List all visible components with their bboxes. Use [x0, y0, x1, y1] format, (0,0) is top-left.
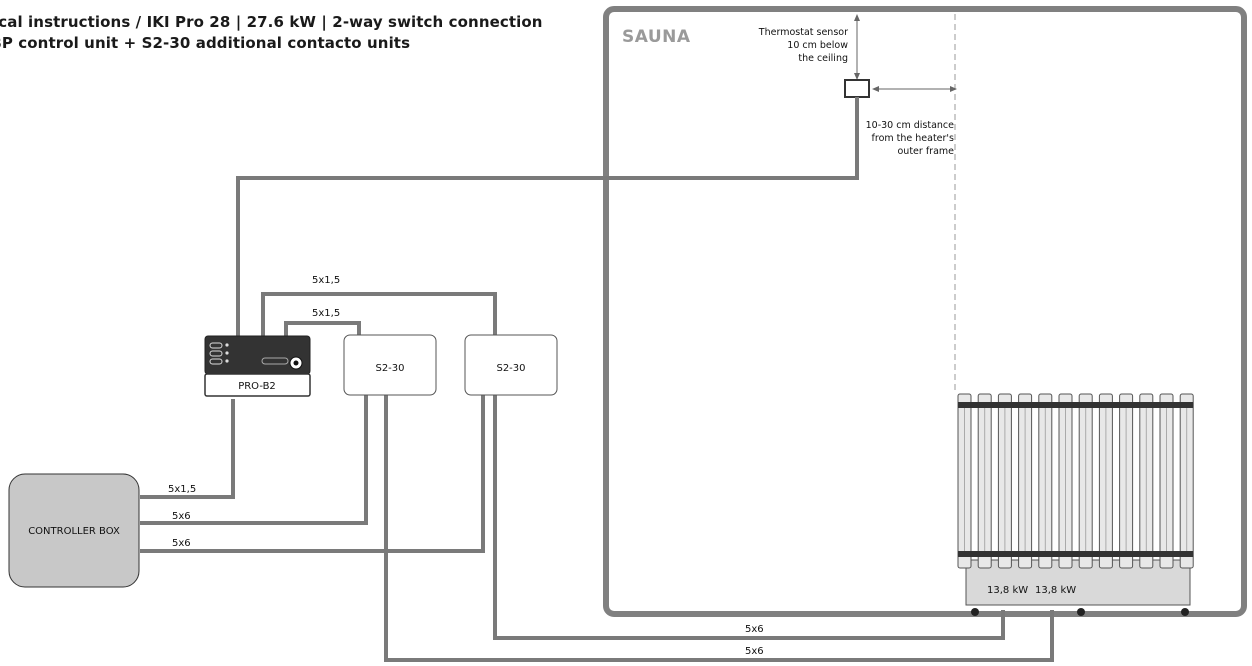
sensor-note-1: Thermostat sensor	[758, 27, 848, 38]
cable-box-to-s2-2	[140, 395, 485, 553]
heater-stone-bars	[957, 393, 1194, 569]
cable-s2-1-to-heater	[384, 395, 1054, 662]
cable-label-top-inner: 5x1,5	[312, 308, 340, 319]
title-line-1: sical instructions / IKI Pro 28 | 27.6 k…	[0, 13, 543, 31]
distance-note-2: from the heater's	[872, 133, 955, 144]
cable-label-top-outer: 5x1,5	[312, 275, 340, 286]
heater-power-left: 13,8 kW	[987, 585, 1028, 596]
s2-30-unit-2-label: S2-30	[496, 363, 525, 374]
heater-rail-overlay	[958, 402, 1194, 408]
cable-label-s2-heater: 5x6	[745, 624, 764, 635]
pro-b2-label: PRO-B2	[238, 381, 276, 392]
cable-pro-to-s2-1	[284, 321, 361, 337]
cable-box-to-pro	[140, 399, 235, 499]
cable-label-box-s2: 5x6	[172, 538, 191, 549]
sauna-room	[603, 6, 1247, 617]
cable-label-box-pro: 5x1,5	[168, 484, 196, 495]
heater-rail-overlay	[958, 551, 1194, 557]
s2-30-unit-2	[464, 334, 558, 396]
title-line-2: -BP control unit + S2-30 additional cont…	[0, 34, 411, 52]
cable-pro-to-s2-2	[261, 292, 497, 337]
controller-box	[8, 473, 140, 588]
s2-30-unit-1	[343, 334, 437, 396]
distance-note-3: outer frame	[898, 146, 955, 157]
sauna-label: SAUNA	[622, 27, 691, 47]
sensor-note-2: 10 cm below	[787, 40, 848, 51]
heater-power-right: 13,8 kW	[1035, 585, 1076, 596]
pro-b2-unit	[204, 335, 311, 397]
controller-box-label: CONTROLLER BOX	[28, 526, 120, 537]
cable-box-to-s2-1	[140, 395, 368, 525]
thermostat-sensor	[844, 79, 870, 98]
cable-label-box-s1: 5x6	[172, 511, 191, 522]
sauna-heater	[957, 393, 1194, 616]
sensor-cable	[236, 97, 859, 337]
diagram-title: sical instructions / IKI Pro 28 | 27.6 k…	[0, 12, 543, 54]
s2-30-unit-1-label: S2-30	[375, 363, 404, 374]
sensor-note-3: the ceiling	[798, 53, 848, 64]
cable-label-s1-heater: 5x6	[745, 646, 764, 657]
distance-note-1: 10-30 cm distance	[866, 120, 955, 131]
cable-s2-2-to-heater	[493, 395, 1005, 640]
